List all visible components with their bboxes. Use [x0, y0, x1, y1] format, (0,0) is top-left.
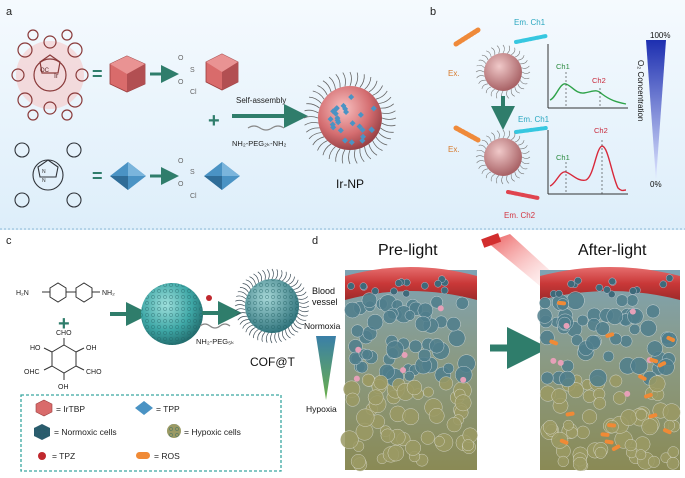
legend-hypoxic: [167, 424, 181, 438]
aldehyde-molecule: [43, 338, 85, 380]
equals-sign-2: =: [92, 166, 103, 186]
legend-box: [20, 394, 282, 472]
cof-t-particle: [234, 268, 310, 344]
svg-text:N: N: [42, 169, 46, 175]
legend-ros-label: = ROS: [154, 451, 180, 461]
ir-np-particle: [303, 71, 397, 165]
ohc-left: OHC: [24, 369, 40, 376]
after-light-tissue: [536, 267, 681, 472]
plus-sign: +: [208, 110, 220, 132]
benzidine-molecule: [42, 282, 100, 303]
cof-t-label: COF@T: [250, 355, 296, 369]
blood-vessel-label-2: vessel: [312, 297, 338, 307]
legend-irtbp-label: = IrTBP: [56, 404, 85, 414]
peg-chain-c: [199, 323, 231, 329]
panel-a-letter: a: [6, 6, 13, 18]
tpp-diamond: [110, 162, 146, 190]
nh2-left: H₂N: [16, 290, 29, 297]
o2-gradient-bar: [646, 40, 666, 180]
hypoxia-label: Hypoxia: [306, 404, 337, 414]
ex-label-bottom: Ex.: [448, 145, 460, 154]
spectrum-top: [547, 44, 628, 109]
em-ch1-label-top: Em. Ch1: [514, 18, 546, 27]
legend-tpz-label: = TPZ: [52, 451, 75, 461]
panel-b-letter: b: [430, 6, 436, 18]
legend-tpp: [135, 401, 153, 415]
legend-ros: [136, 452, 150, 459]
svg-text:N: N: [42, 178, 46, 184]
ch1-label-top: Ch1: [556, 62, 570, 71]
irtbp-molecule: OC Ir: [11, 29, 89, 121]
ir-np-normoxia: [475, 44, 531, 100]
ex-label-top: Ex.: [448, 69, 460, 78]
oc-label: OC: [40, 68, 50, 74]
after-light-title: After-light: [578, 242, 647, 259]
laser-source: [481, 233, 502, 248]
legend-normoxic: [34, 424, 50, 440]
cl-label-2: Cl: [190, 193, 197, 200]
peg-label: NH₂-PEG₂ₖ-NH₂: [232, 139, 287, 148]
peg-chain: [247, 125, 285, 131]
svg-text:O: O: [178, 158, 184, 165]
ir-np-label: Ir-NP: [336, 177, 364, 191]
ch1-label-bottom: Ch1: [556, 153, 570, 162]
em-ch1-label-mid: Em. Ch1: [518, 115, 550, 124]
svg-text:S: S: [190, 67, 195, 74]
normoxia-label: Normoxia: [304, 321, 341, 331]
sulfonyl-tpp: O S O Cl: [178, 158, 240, 200]
legend-normoxic-label: = Normoxic cells: [54, 427, 117, 437]
panel-c-letter: c: [6, 235, 12, 247]
tpp-molecule: N N: [14, 142, 82, 208]
oh-bottom: OH: [58, 384, 69, 391]
panel-d-letter: d: [312, 235, 318, 247]
blood-vessel-label-1: Blood: [312, 286, 335, 296]
equals-sign: =: [92, 64, 103, 84]
ex-beam-top: [453, 27, 481, 47]
ir-np-hypoxia: [475, 129, 531, 185]
legend-tpz: [38, 452, 46, 460]
sulfonyl-irtbp: O S O Cl: [178, 53, 239, 96]
cl-label: Cl: [190, 89, 197, 96]
svg-text:O: O: [178, 79, 184, 86]
plus-sign-c: +: [58, 313, 70, 335]
laser-beam: [487, 234, 556, 286]
spectrum-bottom: [547, 130, 628, 195]
tpz-dot: [206, 295, 212, 301]
svg-text:O: O: [178, 181, 184, 188]
o2-max-label: 100%: [650, 31, 670, 40]
em-ch1-beam-top: [514, 34, 548, 44]
oh-right: OH: [86, 345, 97, 352]
self-assembly-label: Self-assembly: [236, 96, 286, 105]
ch2-label-bottom: Ch2: [594, 126, 608, 135]
legend-tpp-label: = TPP: [156, 404, 180, 414]
o2-axis-label: O₂ Concentration: [636, 60, 645, 121]
ex-beam-bottom: [453, 125, 481, 143]
em-ch2-label: Em. Ch2: [504, 211, 536, 220]
em-ch2-beam: [506, 190, 540, 200]
cho-right: CHO: [86, 369, 102, 376]
o2-min-label: 0%: [650, 180, 662, 189]
legend-hypoxic-label: = Hypoxic cells: [184, 427, 241, 437]
cho-top: CHO: [56, 330, 72, 337]
pre-light-tissue: [340, 267, 478, 472]
cof-sphere: [141, 283, 203, 345]
nh2-right: NH₂: [102, 290, 115, 297]
em-ch1-beam-mid: [514, 126, 548, 134]
ch2-label-top: Ch2: [592, 76, 606, 85]
svg-text:S: S: [190, 169, 195, 176]
oxygen-gradient: [316, 336, 336, 400]
oh-left: HO: [30, 345, 41, 352]
svg-text:O: O: [178, 55, 184, 62]
ir-label: Ir: [54, 73, 59, 80]
pre-light-title: Pre-light: [378, 242, 438, 259]
legend-irtbp: [35, 399, 53, 417]
peg-label-c: NH₂-PEG₅ₖ: [196, 337, 234, 346]
irtbp-polyhedron: [109, 55, 146, 93]
